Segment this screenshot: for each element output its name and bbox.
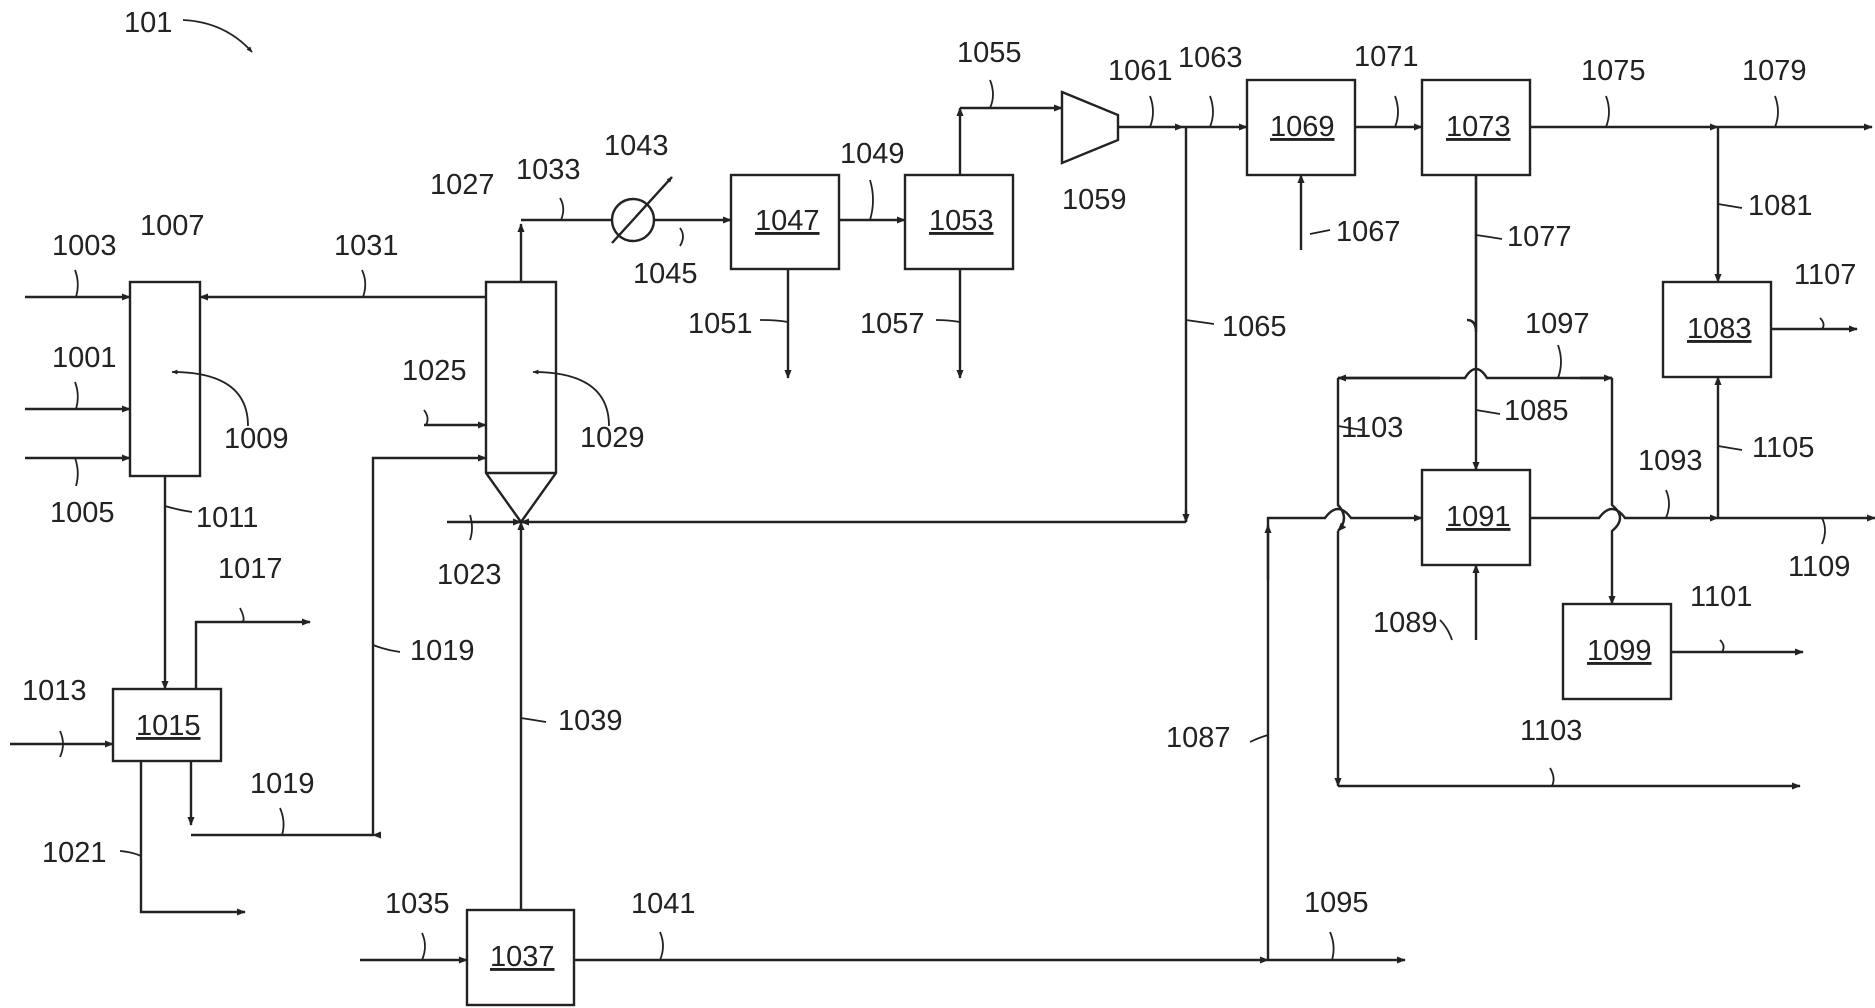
unit-1007-label: 1007 xyxy=(140,210,205,242)
label-1005: 1005 xyxy=(50,497,115,529)
unit-1099-label: 1099 xyxy=(1587,635,1652,667)
label-1087: 1087 xyxy=(1166,722,1231,754)
label-1011: 1011 xyxy=(196,502,258,534)
label-1085: 1085 xyxy=(1504,395,1569,427)
label-1009: 1009 xyxy=(224,423,289,455)
stream-1017 xyxy=(196,622,310,689)
label-1029: 1029 xyxy=(580,422,645,454)
label-1067: 1067 xyxy=(1336,216,1401,248)
label-1059: 1059 xyxy=(1062,184,1127,216)
label-1075: 1075 xyxy=(1581,55,1646,87)
label-1089: 1089 xyxy=(1373,607,1438,639)
label-1025: 1025 xyxy=(402,355,467,387)
unit-1083: 1083 xyxy=(1663,282,1771,377)
unit-1099: 1099 xyxy=(1563,604,1671,699)
label-1017: 1017 xyxy=(218,553,283,585)
unit-1037-label: 1037 xyxy=(490,941,555,973)
label-1033: 1033 xyxy=(516,154,581,186)
label-1105: 1105 xyxy=(1752,432,1814,464)
unit-1091-label: 1091 xyxy=(1446,501,1511,533)
label-1039: 1039 xyxy=(558,705,623,737)
label-1097: 1097 xyxy=(1525,308,1590,340)
unit-1053: 1053 xyxy=(905,175,1013,269)
unit-1015: 1015 xyxy=(113,689,221,761)
label-1103-lower: 1103 xyxy=(1520,715,1582,747)
unit-1059-compressor xyxy=(1062,92,1118,163)
label-1051: 1051 xyxy=(688,308,753,340)
unit-1073: 1073 xyxy=(1422,80,1530,175)
label-1103-upper: 1103 xyxy=(1341,412,1403,444)
figure-ref-arrow xyxy=(183,20,252,52)
label-1063: 1063 xyxy=(1178,42,1243,74)
stream-1077 xyxy=(1467,175,1476,332)
unit-1069-label: 1069 xyxy=(1270,111,1335,143)
label-1081: 1081 xyxy=(1748,190,1813,222)
unit-1015-label: 1015 xyxy=(136,710,201,742)
stream-1093 xyxy=(1530,509,1718,518)
label-1035: 1035 xyxy=(385,888,450,920)
compressor-icon xyxy=(1062,92,1118,163)
label-1101: 1101 xyxy=(1690,581,1752,613)
unit-1037: 1037 xyxy=(467,910,574,1005)
label-1107: 1107 xyxy=(1794,259,1856,291)
label-1019-upper: 1019 xyxy=(410,635,475,667)
label-1031: 1031 xyxy=(334,230,399,262)
label-1055: 1055 xyxy=(957,37,1022,69)
stream-1097-down xyxy=(1612,378,1620,604)
label-1057: 1057 xyxy=(860,308,925,340)
label-1077: 1077 xyxy=(1507,221,1572,253)
label-1109: 1109 xyxy=(1788,551,1850,583)
unit-1069: 1069 xyxy=(1247,80,1355,175)
label-1065: 1065 xyxy=(1222,311,1287,343)
label-1043: 1043 xyxy=(604,130,669,162)
label-1071: 1071 xyxy=(1354,41,1419,73)
label-1093: 1093 xyxy=(1638,445,1703,477)
label-1001: 1001 xyxy=(52,342,117,374)
stream-1021 xyxy=(141,761,245,912)
figure-ref-label: 101 xyxy=(124,7,172,39)
label-1019-lower: 1019 xyxy=(250,768,315,800)
unit-1073-label: 1073 xyxy=(1446,111,1511,143)
unit-1047: 1047 xyxy=(731,175,839,269)
label-1003: 1003 xyxy=(52,230,117,262)
unit-1091: 1091 xyxy=(1422,470,1530,565)
label-1045: 1045 xyxy=(633,258,698,290)
label-1095: 1095 xyxy=(1304,887,1369,919)
unit-1007: 1007 xyxy=(130,210,205,476)
label-1049: 1049 xyxy=(840,138,905,170)
unit-1083-label: 1083 xyxy=(1687,313,1752,345)
label-1061: 1061 xyxy=(1108,55,1173,87)
unit-1043-heat-exchanger xyxy=(612,177,672,243)
label-1021: 1021 xyxy=(42,837,107,869)
unit-1007-box xyxy=(130,282,200,476)
unit-1027-column: 1027 xyxy=(430,169,556,522)
label-1013: 1013 xyxy=(22,675,87,707)
label-1041: 1041 xyxy=(631,888,696,920)
stream-labels: 1003 1001 1005 1009 1011 1017 1013 1019 … xyxy=(22,37,1856,920)
unit-1053-label: 1053 xyxy=(929,205,994,237)
label-1079: 1079 xyxy=(1742,55,1807,87)
unit-1027-label: 1027 xyxy=(430,169,495,201)
unit-1047-label: 1047 xyxy=(755,205,820,237)
unit-1027-shell xyxy=(486,282,556,522)
label-1023: 1023 xyxy=(437,559,502,591)
